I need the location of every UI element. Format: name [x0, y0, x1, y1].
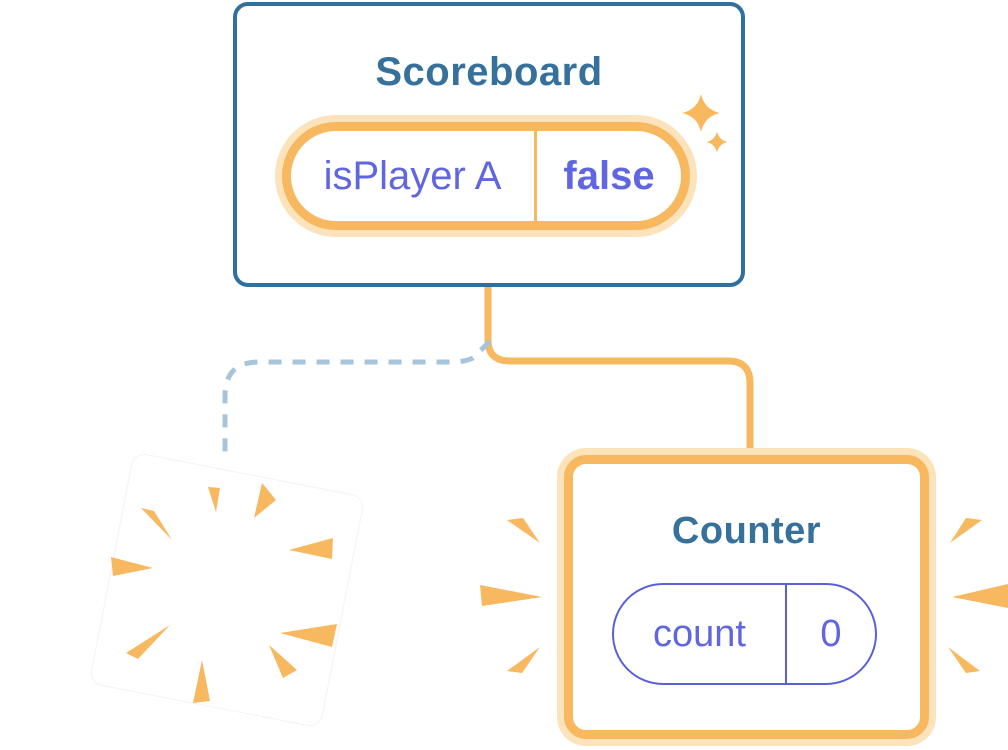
counter-title: Counter: [671, 510, 822, 552]
sparkles-icon: [682, 94, 728, 153]
scoreboard-title: Scoreboard: [375, 50, 603, 94]
counter-component-card: Counter count 0: [564, 455, 929, 739]
counter-state-value: 0: [785, 585, 875, 683]
destroyed-component-card: [90, 453, 364, 727]
burst-right-icon: [948, 518, 1008, 673]
connector-solid-line: [484, 284, 754, 456]
counter-state-pill: count 0: [612, 583, 877, 685]
explosion-burst-icon: [111, 483, 337, 703]
burst-left-icon: [480, 518, 542, 673]
scoreboard-state-value: false: [534, 131, 681, 221]
scoreboard-component-card: Scoreboard isPlayer A false: [233, 2, 745, 287]
counter-state-name: count: [653, 613, 746, 655]
connector-dashed-line: [222, 339, 492, 453]
scoreboard-state-name: isPlayer A: [323, 154, 502, 198]
scoreboard-state-pill: isPlayer A false: [282, 122, 690, 230]
